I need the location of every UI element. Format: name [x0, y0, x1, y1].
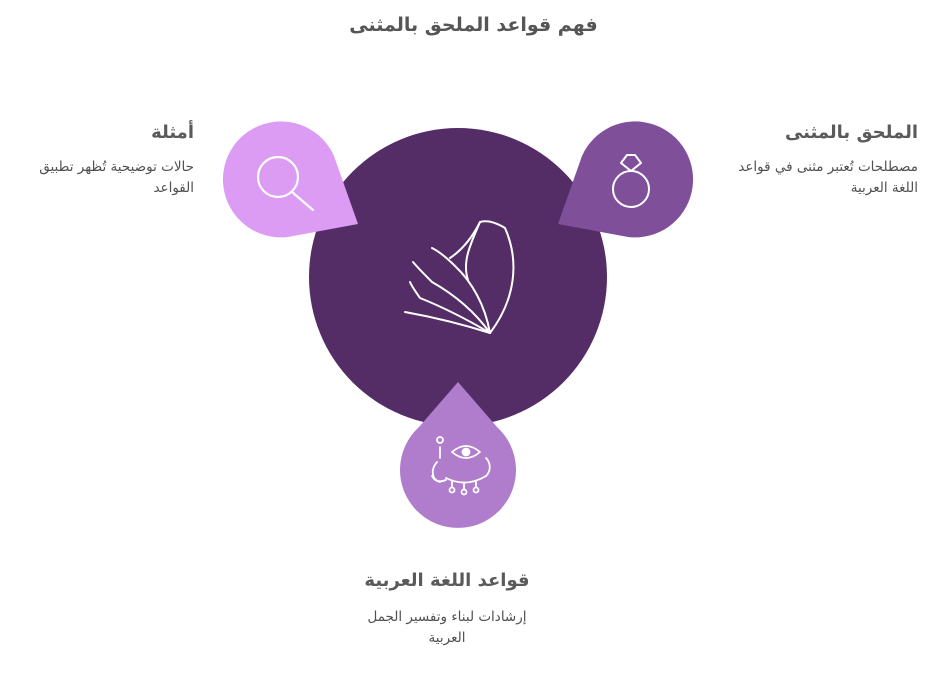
item-title: الملحق بالمثنى	[784, 122, 918, 143]
drop-bottom	[400, 382, 517, 528]
item-arabic-grammar: قواعد اللغة العربية إرشادات لبناء وتفسير…	[352, 570, 542, 649]
item-dual-annex: الملحق بالمثنى مصطلحات تُعتبر مثنى في قو…	[718, 122, 918, 199]
drop-top-right	[558, 121, 694, 238]
item-description: حالات توضيحية تُظهر تطبيق القواعد	[39, 159, 194, 196]
eye-ornament-icon	[431, 436, 491, 496]
ring-icon	[612, 154, 650, 208]
item-description: مصطلحات تُعتبر مثنى في قواعد اللغة العرب…	[738, 159, 918, 196]
item-examples: أمثلة حالات توضيحية تُظهر تطبيق القواعد	[14, 122, 194, 199]
diagram-title: فهم قواعد الملحق بالمثنى	[349, 14, 598, 36]
drop-top-left	[222, 121, 358, 238]
item-title: قواعد اللغة العربية	[364, 570, 530, 591]
item-description: إرشادات لبناء وتفسير الجمل العربية	[367, 609, 527, 646]
item-title: أمثلة	[151, 122, 194, 143]
open-book-pages-icon	[404, 220, 515, 334]
magnifier-icon	[256, 155, 315, 212]
center-circle	[309, 128, 607, 426]
